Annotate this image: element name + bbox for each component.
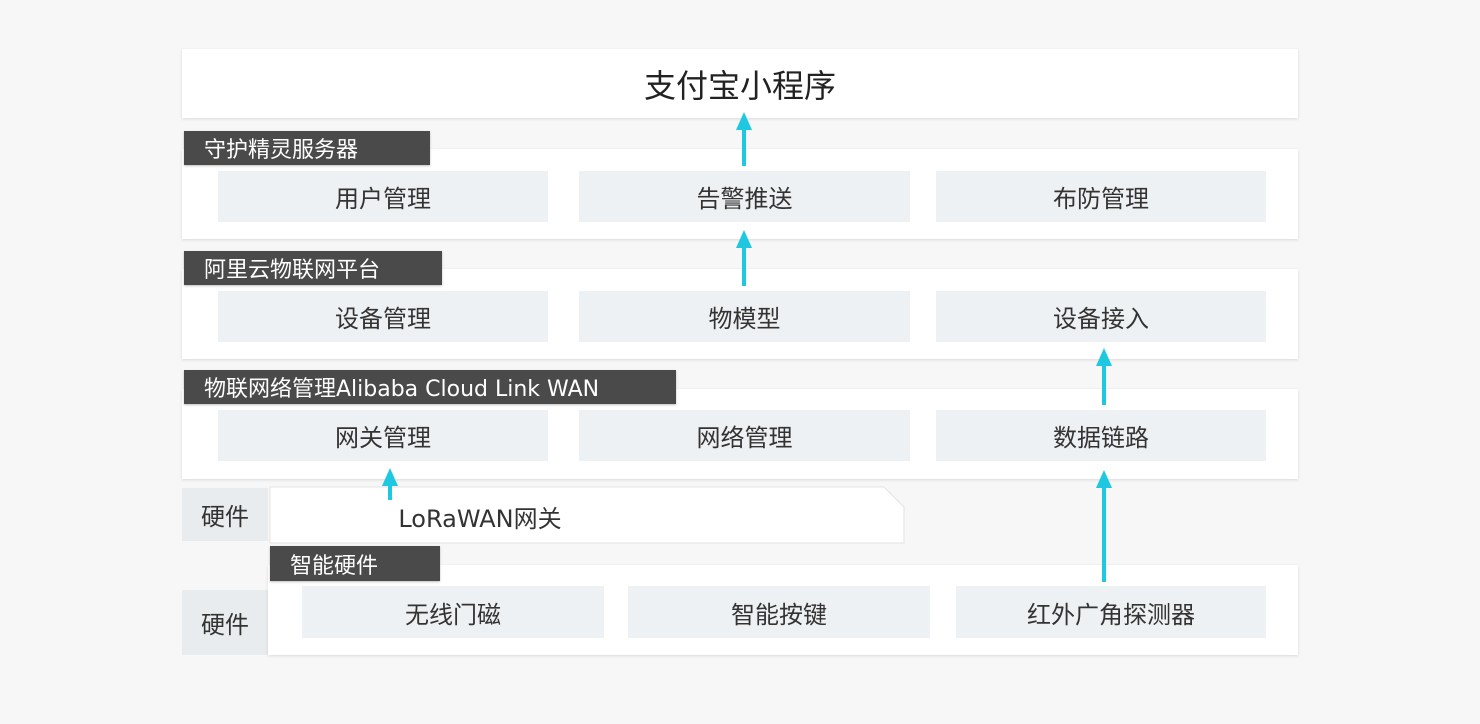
link-wan-tag: 物联网络管理Alibaba Cloud Link WAN [184, 370, 676, 404]
network-management-label: 网络管理 [696, 424, 793, 452]
hardware-label-devices: 硬件 [201, 611, 249, 639]
gateway-management-label: 网关管理 [335, 424, 431, 452]
hardware-label-gateway: 硬件 [201, 503, 249, 531]
alarm-push-label: 告警推送 [696, 185, 793, 213]
device-management-cell: 设备管理 [218, 291, 548, 342]
pir-detector-cell: 红外广角探测器 [956, 586, 1266, 638]
lorawan-gateway-label: LoRaWAN网关 [398, 504, 562, 533]
pir-detector-label: 红外广角探测器 [1027, 600, 1195, 629]
door-sensor-cell: 无线门磁 [302, 586, 604, 638]
hardware-side-label-gateway: 硬件 [182, 488, 268, 541]
smart-button-label: 智能按键 [731, 600, 827, 629]
smart-hardware-tag-label: 智能硬件 [290, 553, 379, 579]
thing-model-label: 物模型 [708, 305, 781, 333]
aliyun-iot-tag: 阿里云物联网平台 [184, 251, 442, 285]
thing-model-cell: 物模型 [579, 291, 910, 342]
lorawan-gateway-text-box: LoRaWAN网关 [270, 488, 690, 544]
hardware-side-label-devices: 硬件 [182, 590, 268, 655]
guardian-server-tag-label: 守护精灵服务器 [204, 138, 359, 163]
network-management-cell: 网络管理 [579, 410, 910, 461]
smart-button-cell: 智能按键 [628, 586, 930, 638]
arrow-thing-model-to-alarm [736, 230, 752, 286]
smart-hardware-tag: 智能硬件 [270, 546, 440, 581]
aliyun-iot-tag-label: 阿里云物联网平台 [204, 258, 381, 283]
user-management-cell: 用户管理 [218, 171, 548, 222]
arrow-alarm-to-alipay [736, 112, 752, 166]
device-access-label: 设备接入 [1053, 305, 1149, 333]
arming-management-label: 布防管理 [1053, 185, 1149, 213]
user-management-label: 用户管理 [335, 185, 431, 213]
device-management-label: 设备管理 [335, 305, 431, 333]
alarm-push-cell: 告警推送 [579, 171, 910, 222]
arming-management-cell: 布防管理 [936, 171, 1266, 222]
guardian-server-tag: 守护精灵服务器 [184, 131, 430, 165]
arrow-detector-to-data-link [1096, 470, 1112, 582]
alipay-mini-program-label: 支付宝小程序 [643, 66, 836, 105]
device-access-cell: 设备接入 [936, 291, 1266, 342]
lorawan-gateway-shape [269, 486, 905, 544]
gateway-management-cell: 网关管理 [218, 410, 548, 461]
arrow-gateway-to-gateway-mgmt [382, 468, 398, 500]
data-link-label: 数据链路 [1053, 424, 1149, 452]
arrow-data-link-to-device-access [1096, 348, 1112, 405]
door-sensor-label: 无线门磁 [405, 600, 501, 629]
data-link-cell: 数据链路 [936, 410, 1266, 461]
alipay-mini-program-box: 支付宝小程序 [182, 49, 1298, 118]
link-wan-tag-label: 物联网络管理Alibaba Cloud Link WAN [204, 377, 600, 402]
